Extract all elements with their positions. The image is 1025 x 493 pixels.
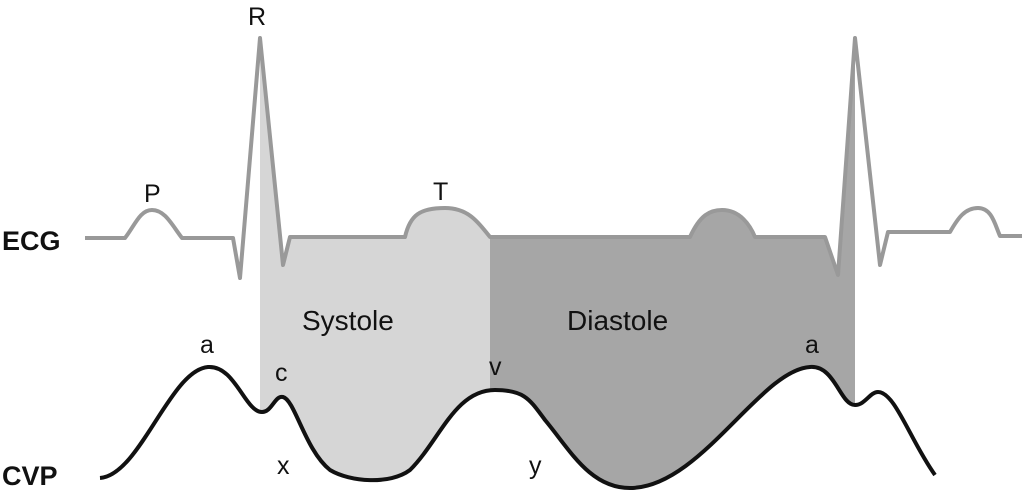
ecg-trace	[85, 36, 1022, 280]
systole-label: Systole	[302, 305, 394, 336]
p-wave-label: P	[144, 180, 161, 208]
r-wave-label: R	[248, 3, 266, 31]
systole-region	[260, 38, 490, 488]
cvp-a-wave-label: a	[200, 331, 214, 359]
diastole-label: Diastole	[567, 305, 668, 336]
diastole-region	[490, 38, 855, 488]
cvp-y-descent-label: y	[529, 452, 542, 480]
cvp-c-wave-label: c	[275, 359, 288, 387]
cvp-label: CVP	[2, 461, 58, 491]
t-wave-label: T	[433, 178, 448, 206]
cvp-trace	[99, 364, 937, 490]
ecg-label: ECG	[2, 226, 61, 256]
cvp-a-wave-label-2: a	[805, 331, 819, 359]
cvp-x-descent-label: x	[277, 452, 290, 480]
cvp-v-wave-label: v	[489, 353, 502, 381]
